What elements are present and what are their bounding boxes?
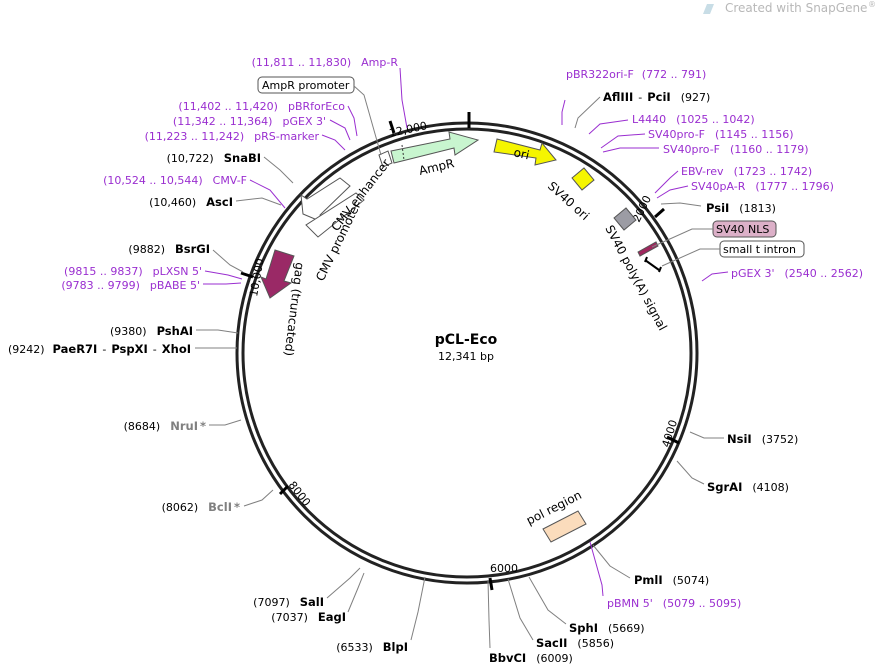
enzyme-sacII[interactable]: SacII(5856) bbox=[536, 636, 614, 650]
sv40-nls-label: SV40 NLS bbox=[716, 223, 769, 236]
pbabe5-leader bbox=[203, 282, 242, 285]
primer-sv40pro-f-2[interactable]: SV40pro-F(1160 .. 1179) bbox=[663, 143, 809, 156]
primer-pbmn5[interactable]: pBMN 5'(5079 .. 5095) bbox=[607, 597, 741, 610]
tick-8000: 8000 bbox=[286, 479, 313, 509]
ampr-promoter-label: AmpR promoter bbox=[262, 79, 350, 92]
small-t-intron-leader bbox=[661, 248, 720, 267]
tick-10000: 10,000 bbox=[247, 257, 266, 297]
primer-sv40pro-f-1[interactable]: SV40pro-F(1145 .. 1156) bbox=[648, 128, 794, 141]
snaBI-leader bbox=[263, 156, 294, 184]
ampr-divider bbox=[401, 144, 405, 161]
enzyme-snaBI[interactable]: (10,722)SnaBI bbox=[167, 151, 261, 165]
backbone bbox=[235, 121, 699, 585]
primer-pgex3-right[interactable]: pGEX 3'(2540 .. 2562) bbox=[731, 267, 863, 280]
enzyme-pmlI[interactable]: PmlI(5074) bbox=[634, 573, 709, 587]
prs-marker-leader bbox=[321, 134, 346, 151]
sphI-leader bbox=[528, 576, 567, 625]
plasmid-name: pCL-Eco bbox=[435, 332, 498, 348]
nruI-leader bbox=[209, 419, 242, 426]
enzyme-bsrGI[interactable]: (9882)BsrGI bbox=[128, 242, 210, 256]
enzyme-ascI[interactable]: (10,460)AscI bbox=[149, 195, 233, 209]
enzyme-bclI[interactable]: (8062)BclI* bbox=[162, 500, 240, 514]
eagI-leader bbox=[347, 572, 365, 613]
primer-plxsn5[interactable]: (9815 .. 9837)pLXSN 5' bbox=[64, 265, 202, 278]
gag-arrow[interactable] bbox=[260, 249, 295, 299]
enzyme-blpI[interactable]: (6533)BlpI bbox=[336, 640, 408, 654]
bsrGI-leader bbox=[212, 249, 244, 273]
blpI-leader bbox=[410, 576, 426, 641]
plxsn5-leader bbox=[204, 270, 243, 280]
ampr-arrow[interactable] bbox=[390, 131, 480, 164]
enzyme-sphI[interactable]: SphI(5669) bbox=[569, 621, 645, 635]
ascI-leader bbox=[235, 197, 282, 206]
created-with-credit: Created with SnapGene bbox=[725, 1, 867, 15]
enzyme-bbvCI[interactable]: BbvCI(6009) bbox=[489, 651, 573, 665]
primer-pbr322ori-f[interactable]: pBR322ori-F(772 .. 791) bbox=[566, 68, 706, 81]
primer-pbabe5[interactable]: (9783 .. 9799)pBABE 5' bbox=[61, 279, 200, 292]
pol-region-box[interactable] bbox=[542, 510, 587, 543]
primer-ebv-rev[interactable]: EBV-rev(1723 .. 1742) bbox=[681, 165, 812, 178]
plasmid-size: 12,341 bp bbox=[438, 350, 494, 363]
sv40-nls-mark[interactable] bbox=[637, 241, 659, 257]
psiI-leader bbox=[660, 202, 702, 207]
enzyme-sgrAI[interactable]: SgrAI(4108) bbox=[707, 480, 789, 494]
primer-prs-marker[interactable]: (11,223 .. 11,242)pRS-marker bbox=[145, 130, 320, 143]
l4440-leader bbox=[588, 119, 629, 135]
bclI-leader bbox=[243, 489, 274, 507]
ampr-label: AmpR bbox=[418, 156, 456, 178]
pmlI-leader bbox=[592, 544, 631, 579]
amp-r-leader bbox=[399, 67, 408, 129]
ebv-rev-leader bbox=[654, 170, 679, 194]
small-t-intron-mark[interactable] bbox=[644, 256, 662, 273]
sacII-leader bbox=[507, 578, 534, 641]
sv40-ori-box[interactable] bbox=[571, 167, 595, 191]
pbrforeco-leader bbox=[347, 105, 358, 137]
cmv-promoter-arrow[interactable] bbox=[305, 192, 365, 238]
enzyme-eagI[interactable]: (7037)EagI bbox=[271, 610, 346, 624]
sv40-polya-box[interactable] bbox=[613, 207, 637, 231]
enzyme-aflIII-pciI[interactable]: AflIII-PciI(927) bbox=[603, 90, 710, 104]
primer-pgex3-left[interactable]: (11,342 .. 11,364)pGEX 3' bbox=[173, 115, 326, 128]
registered-mark: ® bbox=[868, 0, 876, 9]
primer-amp-r[interactable]: (11,811 .. 11,830)Amp-R bbox=[252, 56, 399, 69]
primer-pbrforeco[interactable]: (11,402 .. 11,420)pBRforEco bbox=[178, 100, 345, 113]
pbmn5-leader bbox=[589, 541, 604, 597]
enzyme-nruI[interactable]: (8684)NruI* bbox=[124, 419, 206, 433]
small-t-intron-label: small t intron bbox=[723, 243, 796, 256]
nsiI-leader bbox=[689, 431, 724, 439]
tick-6000: 6000 bbox=[490, 562, 518, 575]
enzyme-salI[interactable]: (7097)SalI bbox=[253, 595, 324, 609]
primer-l4440[interactable]: L4440(1025 .. 1042) bbox=[632, 113, 755, 126]
sv40pro-f-1-leader bbox=[600, 133, 646, 149]
bbvCI-leader bbox=[487, 579, 491, 649]
pgex3-right-leader bbox=[701, 271, 729, 282]
enzyme-paer7I-pspxI-xhoI[interactable]: (9242)PaeR7I-PspXI-XhoI bbox=[8, 342, 191, 356]
ampr-promoter-leader bbox=[353, 85, 382, 156]
ori-arrow[interactable] bbox=[493, 138, 557, 166]
primer-cmv-f[interactable]: (10,524 .. 10,544)CMV-F bbox=[103, 174, 247, 187]
tick-marks bbox=[240, 120, 680, 591]
pbr322ori-leader bbox=[561, 99, 566, 125]
enzyme-nsiI[interactable]: NsiI(3752) bbox=[727, 432, 798, 446]
ampr-promoter-box bbox=[257, 76, 355, 94]
cmv-enhancer-arrow[interactable] bbox=[300, 177, 351, 223]
enzyme-pshAI[interactable]: (9380)PshAI bbox=[110, 324, 193, 338]
cmv-f-leader bbox=[249, 179, 286, 209]
pgex3-left-leader bbox=[329, 119, 351, 141]
enzyme-psiI[interactable]: PsiI(1813) bbox=[706, 201, 776, 215]
ampr-promoter-arrow[interactable] bbox=[378, 150, 393, 168]
ori-label: ori bbox=[512, 145, 530, 162]
sv40-nls-leader bbox=[651, 228, 713, 248]
snapgene-logo bbox=[703, 4, 714, 14]
sv40pro-f-2-leader bbox=[602, 147, 659, 153]
primer-sv40pa-r[interactable]: SV40pA-R(1777 .. 1796) bbox=[691, 180, 834, 193]
aflIII-leader bbox=[574, 96, 601, 129]
salI-leader bbox=[326, 567, 361, 599]
pshAI-leader bbox=[196, 329, 239, 334]
sv40pa-r-leader bbox=[656, 185, 689, 199]
sgrAI-leader bbox=[676, 460, 705, 485]
